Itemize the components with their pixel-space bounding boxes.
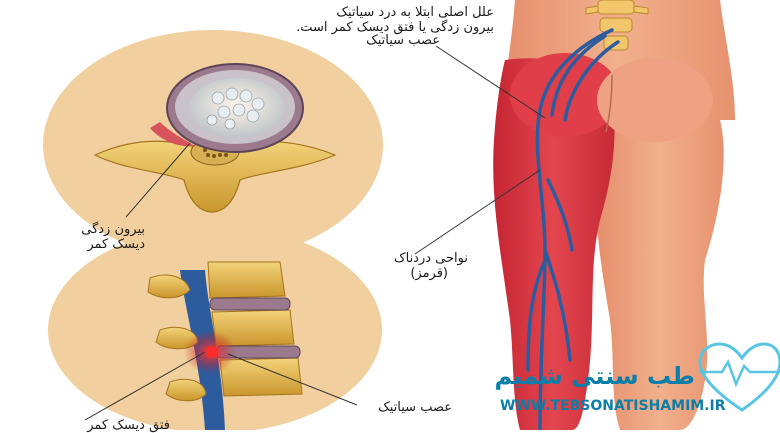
disc-bulge-label-1: بیرون زدگی: [81, 222, 145, 237]
pain-areas-label-2: (قرمز): [410, 266, 448, 281]
brand-url[interactable]: WWW.TEBSONATISHAMIM.IR: [500, 398, 726, 414]
pain-areas-label-1: نواحی دردناک: [393, 251, 468, 266]
spine-side-view: [48, 227, 382, 430]
intro-line-1: علل اصلی ابتلا به درد سیاتیک: [336, 5, 494, 20]
disc-bulge-label-2: دیسک کمر: [87, 237, 145, 252]
sciatic-nerve-label-bottom: عصب سیاتیک: [378, 400, 452, 415]
disc-herniation-label: فتق دیسک کمر: [87, 418, 170, 433]
brand-name: طب سنتی شمیم: [494, 362, 695, 390]
disc-cross-section: [43, 30, 383, 260]
intro-line-2: بیرون زدگی یا فتق دیسک کمر است.: [296, 20, 494, 35]
legs-back-view: [493, 0, 735, 430]
sciatic-nerve-label-top: عصب سیاتیک: [366, 33, 440, 48]
pointer-lines: [84, 45, 546, 421]
